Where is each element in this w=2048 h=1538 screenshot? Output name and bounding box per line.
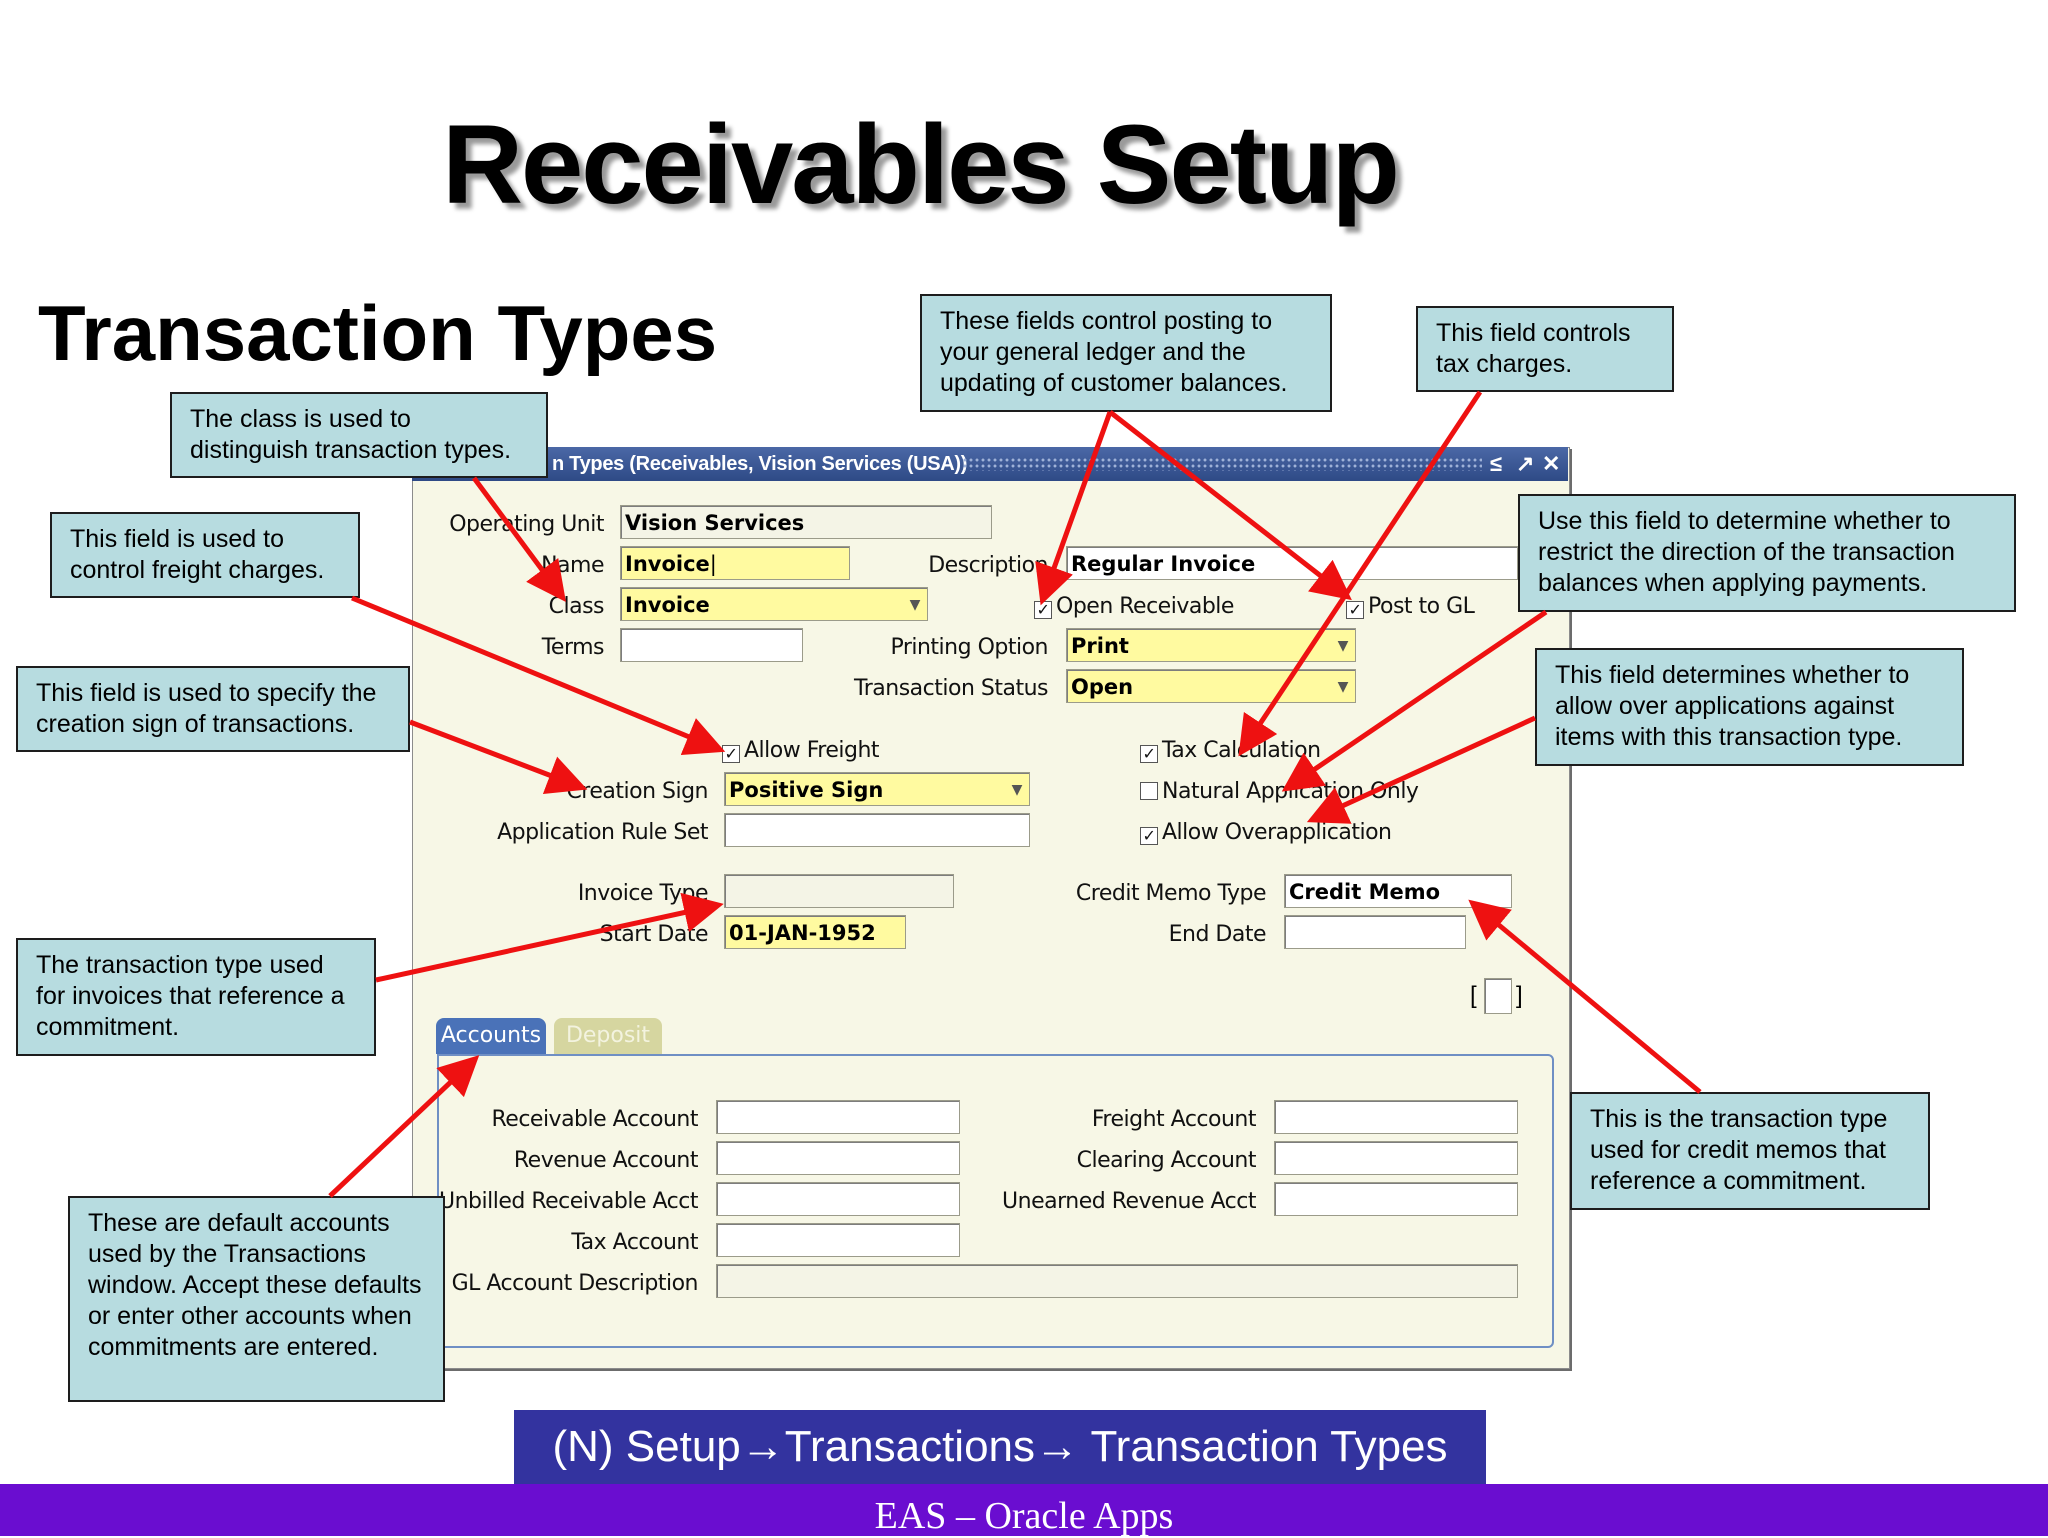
check-icon: ✓ [1346, 601, 1364, 619]
creation-sign-value: Positive Sign [729, 778, 884, 802]
transaction-status-label: Transaction Status [854, 676, 1048, 701]
name-field[interactable]: Invoice| [620, 546, 850, 580]
close-icon[interactable]: ✕ [1542, 451, 1561, 476]
clearing-account-field[interactable] [1274, 1141, 1518, 1175]
section-title: Transaction Types [38, 289, 718, 377]
check-icon: ✓ [1140, 745, 1158, 763]
bracket-left: [ [1470, 982, 1477, 1009]
transaction-status-value: Open [1071, 675, 1134, 699]
callout-default-accounts: These are default accounts used by the T… [68, 1196, 445, 1402]
freight-account-field[interactable] [1274, 1100, 1518, 1134]
chevron-down-icon[interactable]: ▼ [1011, 782, 1023, 798]
invoice-type-field[interactable] [724, 874, 954, 908]
callout-posting: These fields control posting to your gen… [920, 294, 1332, 412]
window-title: n Types (Receivables, Vision Services (U… [552, 453, 968, 475]
callout-tax: This field controls tax charges. [1416, 306, 1674, 392]
clearing-account-label: Clearing Account [1076, 1148, 1257, 1173]
allow-overapplication-label: Allow Overapplication [1162, 820, 1392, 845]
end-date-field[interactable] [1284, 915, 1466, 949]
freight-account-label: Freight Account [1091, 1107, 1257, 1132]
creation-sign-label: Creation Sign [566, 779, 708, 804]
tab-accounts[interactable]: Accounts [436, 1018, 546, 1054]
gl-account-description-field[interactable] [716, 1264, 1518, 1298]
allow-overapplication-checkbox[interactable]: ✓Allow Overapplication [1140, 820, 1392, 845]
arrow-posting-open-receivable [1035, 411, 1113, 606]
revenue-account-label: Revenue Account [513, 1148, 699, 1173]
receivable-account-label: Receivable Account [491, 1107, 698, 1132]
start-date-field[interactable]: 01-JAN-1952 [724, 915, 906, 949]
descriptive-flexfield[interactable] [1484, 978, 1512, 1014]
navigation-path: (N) Setup→Transactions→ Transaction Type… [514, 1410, 1486, 1484]
chevron-down-icon[interactable]: ▼ [1337, 638, 1349, 654]
open-receivable-label: Open Receivable [1056, 594, 1234, 619]
transaction-status-select[interactable]: Open ▼ [1066, 669, 1356, 703]
printing-option-value: Print [1071, 634, 1129, 658]
arrow-freight [351, 595, 726, 756]
unearned-revenue-acct-field[interactable] [1274, 1182, 1518, 1216]
class-value: Invoice [625, 593, 710, 617]
window-titlebar[interactable]: n Types (Receivables, Vision Services (U… [412, 447, 1568, 481]
arrow-natural-application [1281, 609, 1548, 792]
unbilled-receivable-acct-field[interactable] [716, 1182, 960, 1216]
tax-account-label: Tax Account [571, 1230, 698, 1255]
arrow-tax [1238, 390, 1483, 757]
arrow-creation-sign [409, 719, 588, 795]
callout-creation-sign: This field is used to specify the creati… [16, 666, 410, 752]
callout-class: The class is used to distinguish transac… [170, 392, 548, 478]
minimize-icon[interactable]: ≤ [1490, 451, 1503, 476]
printing-option-label: Printing Option [890, 635, 1048, 660]
arrow-overapplication [1306, 715, 1537, 824]
allow-freight-label: Allow Freight [744, 738, 880, 763]
arrow-credit-memo [1468, 899, 1702, 1094]
chevron-down-icon[interactable]: ▼ [1337, 679, 1349, 695]
arrow-class [471, 476, 566, 603]
revenue-account-field[interactable] [716, 1141, 960, 1175]
post-to-gl-checkbox[interactable]: ✓Post to GL [1346, 594, 1475, 619]
callout-credit-memo: This is the transaction type used for cr… [1570, 1092, 1930, 1210]
bracket-right: ] [1516, 982, 1523, 1009]
operating-unit-field[interactable]: Vision Services [620, 505, 992, 539]
maximize-icon[interactable]: ↗ [1516, 451, 1535, 476]
arrow-posting-post-to-gl [1108, 410, 1352, 601]
class-select[interactable]: Invoice ▼ [620, 587, 928, 621]
unbilled-receivable-acct-label: Unbilled Receivable Acct [438, 1189, 699, 1214]
creation-sign-select[interactable]: Positive Sign ▼ [724, 772, 1030, 806]
tab-deposit[interactable]: Deposit [554, 1018, 662, 1054]
unearned-revenue-acct-label: Unearned Revenue Acct [1002, 1189, 1256, 1214]
credit-memo-type-label: Credit Memo Type [1075, 881, 1267, 906]
application-rule-set-field[interactable] [724, 813, 1030, 847]
callout-freight: This field is used to control freight ch… [50, 512, 360, 598]
callout-overapplication: This field determines whether to allow o… [1535, 648, 1964, 766]
footer-bar [0, 1484, 2048, 1536]
tax-account-field[interactable] [716, 1223, 960, 1257]
receivable-account-field[interactable] [716, 1100, 960, 1134]
allow-freight-checkbox[interactable]: ✓Allow Freight [722, 738, 880, 763]
callout-natural-application: Use this field to determine whether to r… [1518, 494, 2016, 612]
operating-unit-label: Operating Unit [449, 512, 604, 537]
chevron-down-icon[interactable]: ▼ [909, 597, 921, 613]
check-icon: ✓ [722, 745, 740, 763]
end-date-label: End Date [1168, 922, 1267, 947]
check-icon: ✓ [1140, 827, 1158, 845]
slide-title: Receivables Setup [442, 102, 1400, 227]
name-value: Invoice [625, 552, 710, 576]
footer-text: EAS – Oracle Apps [874, 1495, 1174, 1537]
callout-invoice-type: The transaction type used for invoices t… [16, 938, 376, 1056]
terms-label: Terms [541, 635, 605, 660]
post-to-gl-label: Post to GL [1368, 594, 1475, 619]
open-receivable-checkbox[interactable]: ✓Open Receivable [1034, 594, 1234, 619]
description-label: Description [928, 553, 1048, 578]
application-rule-set-label: Application Rule Set [497, 820, 708, 845]
gl-account-description-label: GL Account Description [451, 1271, 699, 1296]
arrow-default-accounts [328, 1055, 480, 1198]
terms-field[interactable] [620, 628, 803, 662]
check-icon: ✓ [1034, 601, 1052, 619]
arrow-invoice-type [375, 892, 724, 983]
